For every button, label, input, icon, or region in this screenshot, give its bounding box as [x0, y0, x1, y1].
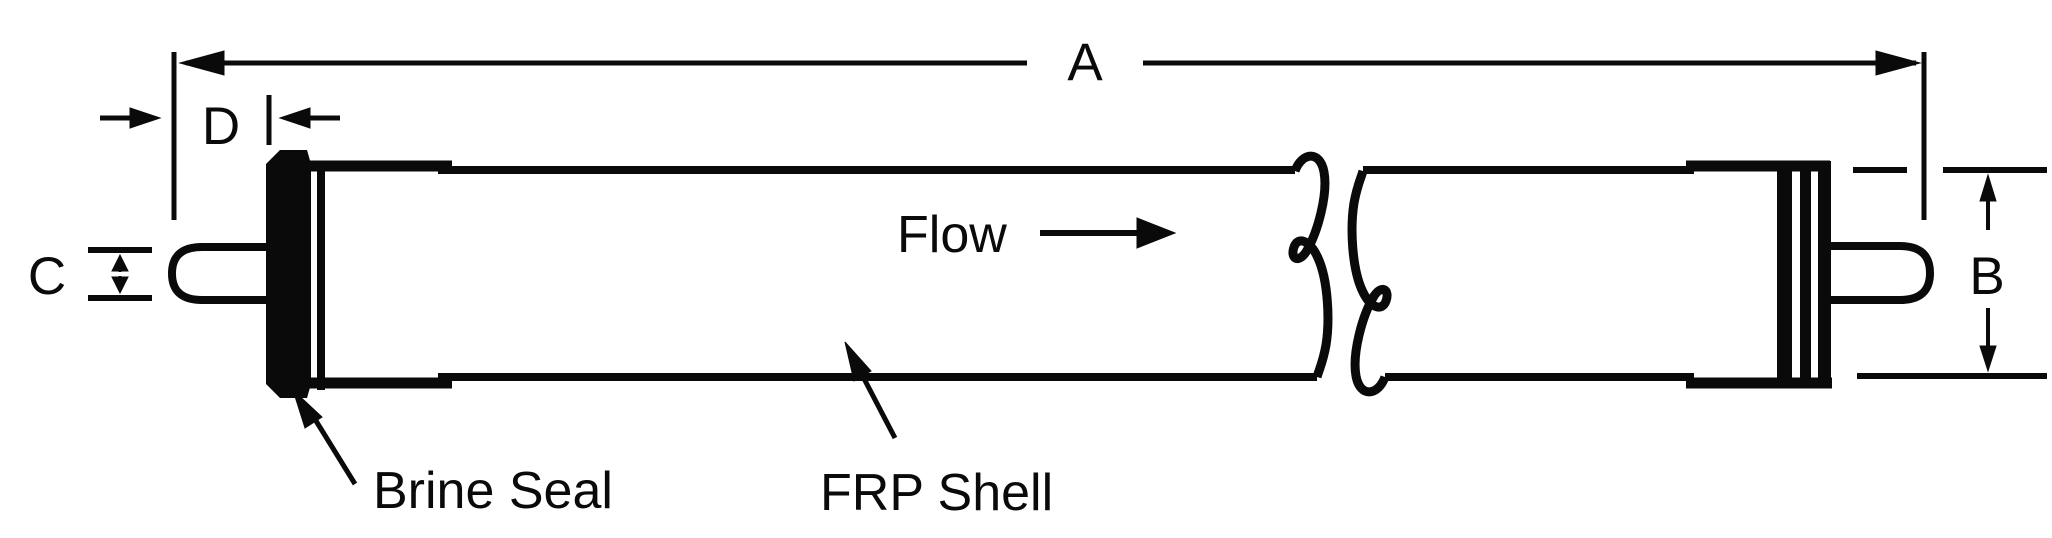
- dim-a-arrowhead-right: [1875, 50, 1922, 76]
- dim-d-arrowhead-left: [129, 107, 162, 129]
- right-endcap-stripes: [1777, 161, 1831, 384]
- dimension-a: A: [171, 33, 1927, 220]
- frp-shell-label: FRP Shell: [820, 464, 1053, 522]
- frp-shell-callout: FRP Shell: [820, 341, 1053, 522]
- dimension-label-a: A: [1067, 33, 1103, 92]
- break-line-right: [1347, 169, 1392, 397]
- frp-shell-leader-arrowhead: [844, 341, 872, 382]
- frp-shell-leader-line: [856, 367, 898, 440]
- break-lines: [1288, 151, 1392, 397]
- break-line-left: [1288, 151, 1333, 379]
- flow-label: Flow: [897, 206, 1007, 264]
- dim-b-arrowhead-up: [1979, 173, 1997, 202]
- dim-b-arrowhead-down: [1979, 345, 1997, 373]
- permeate-tube-left: [167, 243, 270, 304]
- brine-seal-callout: Brine Seal: [291, 388, 613, 520]
- brine-seal-leader-arrowhead: [291, 388, 323, 429]
- permeate-tube-right: [1828, 242, 1935, 304]
- dimension-c: C: [28, 247, 152, 306]
- dimension-d: D: [100, 95, 340, 156]
- brine-seal-leader-line: [310, 414, 358, 486]
- dimension-label-d: D: [202, 97, 240, 156]
- brine-seal-shape: [266, 150, 311, 398]
- left-endcap-stripe: [317, 162, 325, 390]
- dimension-label-c: C: [28, 247, 66, 306]
- dimension-label-b: B: [1969, 247, 2004, 306]
- flow-annotation: Flow: [897, 206, 1177, 264]
- flow-arrow-icon: [1136, 217, 1177, 249]
- dim-d-arrowhead-right: [278, 107, 311, 129]
- element-body: [167, 150, 1935, 398]
- dim-a-arrowhead-left: [178, 50, 225, 76]
- brine-seal-label: Brine Seal: [373, 462, 613, 520]
- dimension-b: B: [1853, 167, 2047, 379]
